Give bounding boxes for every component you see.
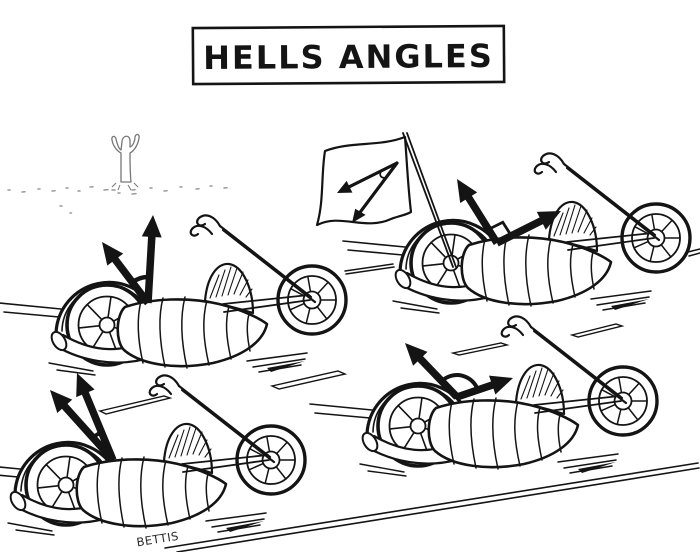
angle-rider-top-left [102,215,162,306]
angle-rider-top-right [457,179,561,247]
arrowhead [536,211,561,230]
lane-dash [269,370,348,390]
title-box: HELLS ANGLES [191,24,506,86]
motorcycle-top-left [0,213,348,377]
angle-arc [130,274,150,285]
lane-dash-edge [687,248,700,257]
cactus [111,133,140,191]
angle-rider-bottom-left [50,373,117,463]
right-angle-mark [487,220,513,237]
lane-dash [569,323,625,338]
angle-arc [91,430,103,440]
ground-speckles [7,185,228,214]
angle-flag [315,132,457,268]
arrowhead [50,390,73,413]
angle-arc [440,373,480,391]
flag-angle-doodle [337,161,399,223]
artist-signature: BETTIS [136,529,180,550]
flag-pole [402,132,457,268]
arrowhead [141,215,162,238]
motorcycle-bottom-right [308,314,659,478]
arrowhead [489,375,513,395]
angle-rider-bottom-right [405,343,513,401]
arrowhead [76,373,95,398]
lane-dash [97,395,173,415]
cartoon-title: HELLS ANGLES [203,37,494,77]
desert-background [7,133,228,214]
lane-dash [450,342,510,356]
road-edge [164,462,700,552]
lane-dash-far [344,263,395,275]
road-markings [97,248,700,552]
arrowhead [405,343,428,366]
arrowhead [457,179,478,203]
arrowhead [102,242,124,266]
